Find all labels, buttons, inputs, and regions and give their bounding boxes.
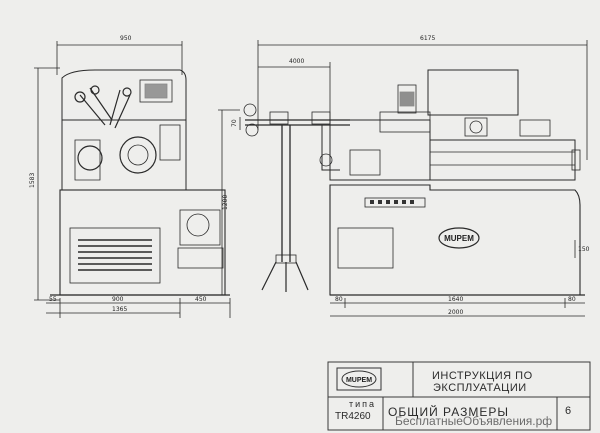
dim-70: 70 [231,119,238,127]
dim-2000: 2000 [448,309,463,316]
title-block [327,361,591,431]
dim-55: 55 [49,296,57,303]
dim-900: 900 [112,296,124,303]
dim-80-left: 80 [335,296,343,303]
dim-4000: 4000 [289,58,304,65]
title-line-2: ЭКСПЛУАТАЦИИ [433,382,527,394]
machine-logo-text: MUPEM [444,234,474,243]
title-logo-oval [341,370,377,388]
dim-80-right: 80 [568,296,576,303]
title-logo-frame [336,367,382,391]
sheet-title: ОБЩИЙ РАЗМЕРЫ [388,405,509,419]
dim-1640: 1640 [448,296,463,303]
type-label: типа [349,399,377,409]
model-number: TR4260 [335,411,371,422]
watermark-text: БесплатныеОбъявления.рф [395,414,553,428]
dim-1365: 1365 [112,306,127,313]
title-line-1: ИНСТРУКЦИЯ ПО [432,370,533,382]
dim-1200: 1200 [222,195,229,210]
dim-6175: 6175 [420,35,435,42]
dim-450: 450 [195,296,207,303]
dim-150: 150 [578,246,590,253]
machine-logo-oval [438,227,480,249]
dim-950: 950 [120,35,132,42]
dim-1583: 1583 [29,173,36,188]
page-number: 6 [565,405,572,417]
title-logo-text: MUPEM [346,377,372,384]
